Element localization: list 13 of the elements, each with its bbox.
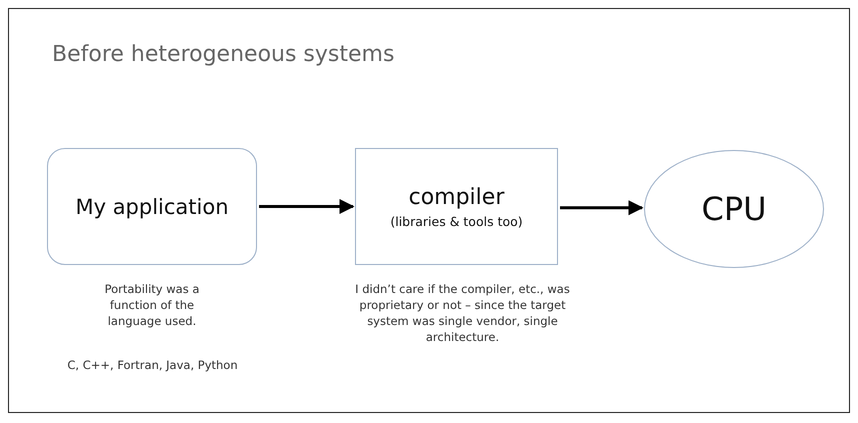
arrow <box>259 199 354 214</box>
cpu-ellipse <box>644 150 824 268</box>
node-label: My application <box>75 194 229 218</box>
compiler-box <box>355 148 558 265</box>
note-text: I didn’t care if the compiler, etc., was proprietary or not – since the target system was single vendor, single architecture. <box>354 281 571 346</box>
node-sublabel: (libraries & tools too) <box>390 214 523 228</box>
application-box <box>47 148 257 265</box>
arrow <box>560 200 644 216</box>
node-label: CPU <box>701 190 767 228</box>
note-text: Portability was a function of the language used. <box>104 281 200 330</box>
note-text: C, C++, Fortran, Java, Python <box>66 357 239 374</box>
slide-title: Before heterogeneous systems <box>52 42 394 67</box>
node-label: compiler <box>408 184 504 210</box>
